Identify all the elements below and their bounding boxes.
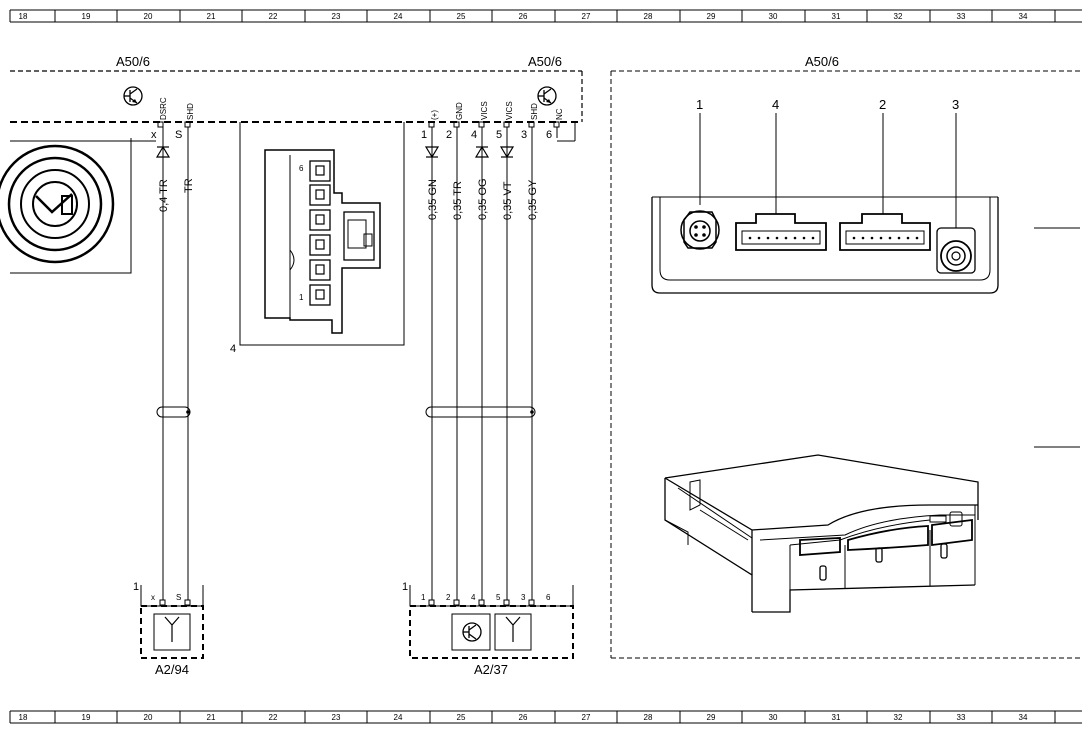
pin-number: 5 (496, 593, 501, 602)
grid-label: 28 (644, 12, 653, 21)
module-label-center: A50/6 (528, 54, 562, 69)
pin-number: 4 (471, 129, 477, 141)
module-label-left: A50/6 (116, 54, 150, 69)
grid-label: 19 (82, 713, 91, 722)
detail-callout: 1 (696, 97, 703, 112)
pin-number: 3 (521, 593, 526, 602)
antenna-a2-94: 1 x S A2/94 (133, 581, 204, 677)
wire-label: 0,35 VT (502, 181, 514, 220)
grid-label: 33 (957, 12, 966, 21)
grid-label: 34 (1019, 713, 1028, 722)
grid-label: 26 (519, 713, 528, 722)
grid-label: 19 (82, 12, 91, 21)
grid-label: 18 (19, 12, 28, 21)
grid-label: 24 (394, 12, 403, 21)
wire-label: 0,35 GY (527, 179, 539, 220)
grid-bar-bottom: 18 19 20 21 22 23 24 25 26 27 28 29 30 3… (9, 710, 1082, 724)
grid-label: 31 (832, 713, 841, 722)
pin-number: 6 (546, 593, 551, 602)
pin-name: SHD (530, 103, 539, 120)
right-pin-names: (+) GND VICS VICS SHD NC 1 2 4 5 3 6 (421, 101, 564, 141)
grid-label: 30 (769, 12, 778, 21)
pin-number: 3 (521, 129, 527, 141)
pin-number: 6 (546, 129, 552, 141)
grid-label: 22 (269, 12, 278, 21)
pin-number: S (175, 129, 182, 141)
grid-label: 33 (957, 713, 966, 722)
grid-label: 31 (832, 12, 841, 21)
antenna-callout-left: 1 (133, 581, 139, 593)
grid-label: 21 (207, 713, 216, 722)
grid-label: 30 (769, 713, 778, 722)
wire-label: TR (183, 178, 195, 193)
grid-label: 20 (144, 12, 153, 21)
pin-name: VICS (480, 101, 489, 120)
wires-left: 0,4 TR TR (155, 127, 195, 600)
pin-number: x (151, 593, 155, 602)
grid-label: 29 (707, 12, 716, 21)
plug-connector-left (0, 138, 156, 274)
pin-number: x (151, 129, 157, 141)
grid-label: 26 (519, 12, 528, 21)
module-3d-view (664, 454, 979, 613)
grid-label: 23 (332, 12, 341, 21)
pin-number: 2 (446, 593, 451, 602)
grid-label: 34 (1019, 12, 1028, 21)
grid-label: 32 (894, 713, 903, 722)
grid-label: 25 (457, 12, 466, 21)
grid-label: 24 (394, 713, 403, 722)
grid-label: 25 (457, 713, 466, 722)
grid-label: 27 (582, 12, 591, 21)
pin-number: S (176, 593, 181, 602)
grid-label: 21 (207, 12, 216, 21)
grid-bar-top: 18 19 20 21 22 23 24 25 26 27 28 29 30 3… (9, 9, 1082, 23)
wires-right: 0,35 GN 0,35 TR 0,35 OG 0,35 VT 0,35 GY (424, 122, 576, 600)
pin-number: 1 (421, 129, 427, 141)
pin-name: DSRC (159, 97, 168, 120)
wire-label: 0,35 TR (452, 181, 464, 220)
wire-label: 0,4 TR (158, 179, 170, 212)
wire-label: 0,35 GN (427, 179, 439, 220)
wire-label: 0,35 OG (477, 178, 489, 220)
pin-name: NC (555, 108, 564, 120)
transistor-symbol-right (537, 86, 557, 106)
connector-callout: 4 (230, 343, 236, 355)
grid-label: 29 (707, 713, 716, 722)
grid-label: 32 (894, 12, 903, 21)
detail-callout: 2 (879, 97, 886, 112)
grid-label: 22 (269, 713, 278, 722)
pin-number: 5 (496, 129, 502, 141)
pin-name: GND (455, 102, 464, 120)
antenna-callout-right: 1 (402, 581, 408, 593)
detail-callout: 3 (952, 97, 959, 112)
grid-label: 27 (582, 713, 591, 722)
grid-label: 28 (644, 713, 653, 722)
pin-name: SHD (186, 103, 195, 120)
module-face-view: 1 4 2 3 (651, 97, 999, 294)
connector-pin-bottom: 1 (299, 293, 304, 302)
connector-pin-top: 6 (299, 164, 304, 173)
antenna-label-left: A2/94 (155, 662, 189, 677)
pin-name: VICS (505, 101, 514, 120)
grid-label: 20 (144, 713, 153, 722)
transistor-symbol-left (123, 86, 143, 106)
pin-number: 1 (421, 593, 426, 602)
grid-label: 18 (19, 713, 28, 722)
pin-number: 2 (446, 129, 452, 141)
detail-view-boundary: A50/6 (610, 54, 1080, 659)
pin-name: (+) (430, 110, 439, 120)
antenna-a2-37: 1 1 2 4 5 3 6 A2/37 (402, 581, 574, 677)
grid-label: 23 (332, 713, 341, 722)
connector-4-drawing: 4 6 1 (230, 122, 405, 355)
detail-callout: 4 (772, 97, 779, 112)
module-a50-6-boundary: A50/6 A50/6 (10, 54, 583, 123)
module-label-right: A50/6 (805, 54, 839, 69)
pin-number: 4 (471, 593, 476, 602)
antenna-label-right: A2/37 (474, 662, 508, 677)
